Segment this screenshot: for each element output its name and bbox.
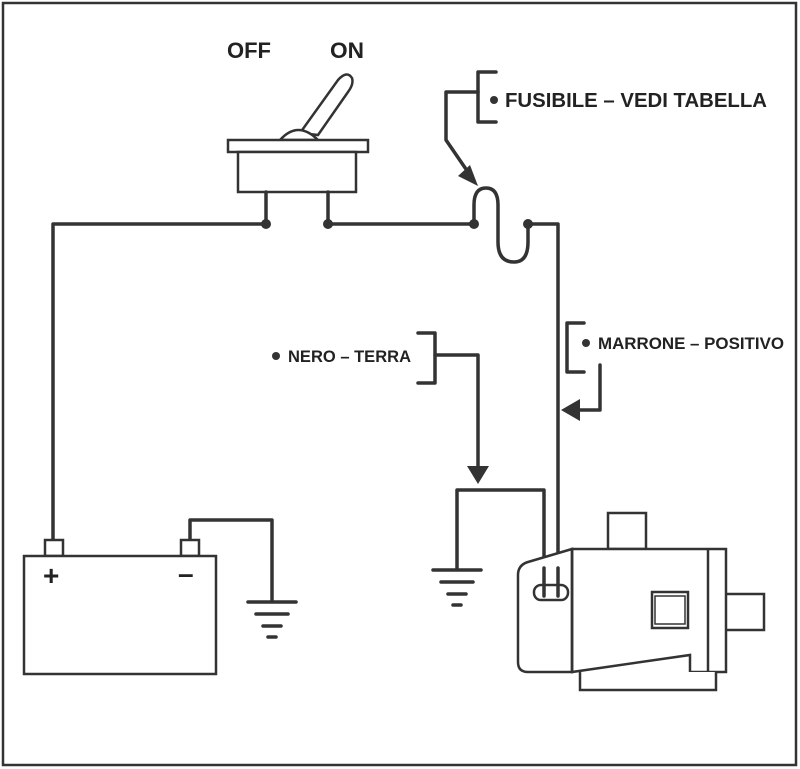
fuse-label: FUSIBILE – VEDI TABELLA — [505, 90, 767, 112]
battery-terminal-negative — [179, 538, 201, 558]
motor-body — [570, 547, 728, 674]
motor-cable-gland — [532, 583, 570, 602]
wire-fuse-to-motor — [526, 222, 560, 572]
fuse-symbol — [472, 186, 530, 264]
motor-window — [650, 590, 690, 630]
battery: + – — [22, 538, 218, 676]
wire-battery-negative — [188, 518, 274, 602]
battery-body — [22, 554, 218, 676]
motor — [516, 511, 766, 692]
ground-symbol-motor — [431, 568, 483, 607]
switch-lever — [297, 73, 354, 137]
switch-off-label: OFF — [227, 38, 271, 63]
fuse-callout: FUSIBILE – VEDI TABELLA — [444, 70, 767, 186]
arrow-head — [561, 399, 580, 421]
battery-minus-symbol: – — [178, 558, 194, 589]
positive-wire-callout: MARRONE – POSITIVO — [561, 321, 784, 421]
arrow-head — [467, 466, 489, 484]
wiring — [51, 186, 560, 602]
ground-wire-label: NERO – TERRA — [288, 347, 411, 366]
motor-top-box — [606, 511, 648, 551]
switch-plate — [226, 138, 370, 154]
wire-battery-positive — [51, 222, 268, 542]
battery-terminal-positive — [43, 538, 65, 558]
junction-node — [261, 219, 271, 229]
wire-motor-ground — [455, 488, 546, 572]
switch-on-label: ON — [330, 38, 364, 63]
junction-node — [323, 219, 333, 229]
motor-shaft — [722, 592, 766, 632]
junction-node — [469, 219, 479, 229]
battery-plus-symbol: + — [43, 560, 59, 591]
positive-wire-label: MARRONE – POSITIVO — [598, 334, 784, 353]
junction-node — [523, 219, 533, 229]
ground-wire-callout: NERO – TERRA — [272, 331, 489, 484]
arrow-head — [458, 165, 478, 186]
ground-symbol-battery — [246, 600, 298, 639]
toggle-switch: OFF ON — [226, 38, 370, 226]
motor-base — [578, 672, 718, 692]
switch-body — [236, 150, 358, 194]
